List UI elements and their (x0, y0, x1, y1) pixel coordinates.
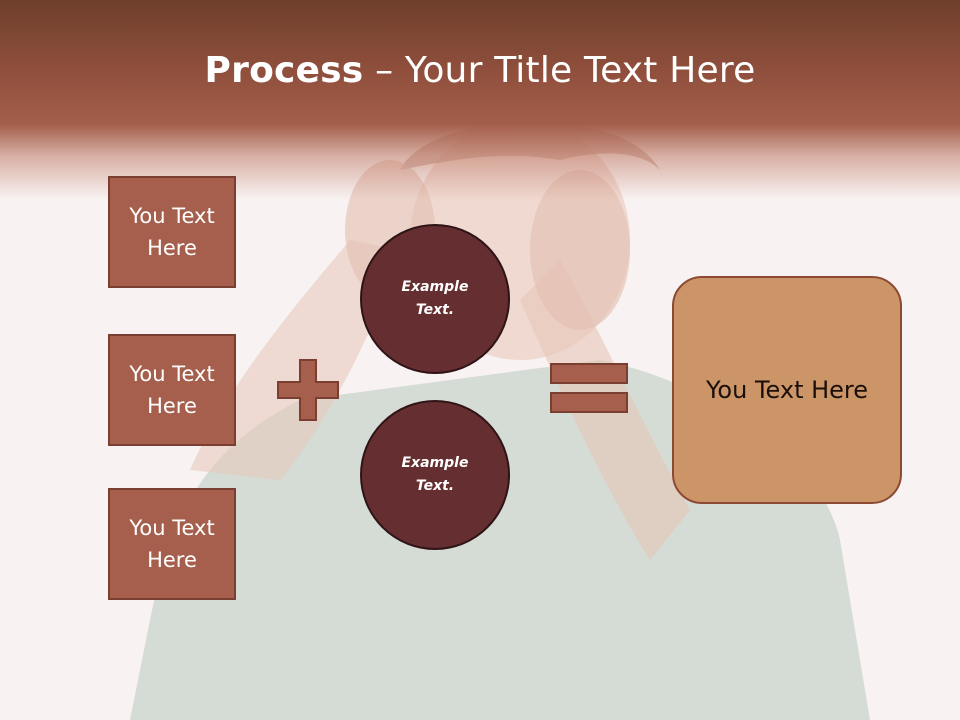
circle-text-line1: Example (401, 279, 469, 295)
title-bold: Process (204, 50, 364, 91)
left-box-label-line1: You Text (129, 362, 215, 386)
result-box: You Text Here (672, 276, 902, 504)
circle-text-line1: Example (401, 455, 469, 471)
header-band (0, 0, 960, 200)
result-label: You Text Here (705, 376, 869, 404)
left-box-label-line2: Here (147, 548, 197, 572)
left-box-label-line2: Here (147, 394, 197, 418)
equals-icon (550, 363, 628, 413)
left-box-label-line1: You Text (129, 516, 215, 540)
title-rest: – Your Title Text Here (363, 50, 756, 91)
left-box-label-line1: You Text (129, 204, 215, 228)
page-title: Process – Your Title Text Here (0, 50, 960, 91)
left-box-label-line2: Here (147, 236, 197, 260)
plus-icon (277, 359, 339, 421)
circle-text-line2: Text. (415, 302, 455, 318)
circle-text-line2: Text. (415, 478, 455, 494)
